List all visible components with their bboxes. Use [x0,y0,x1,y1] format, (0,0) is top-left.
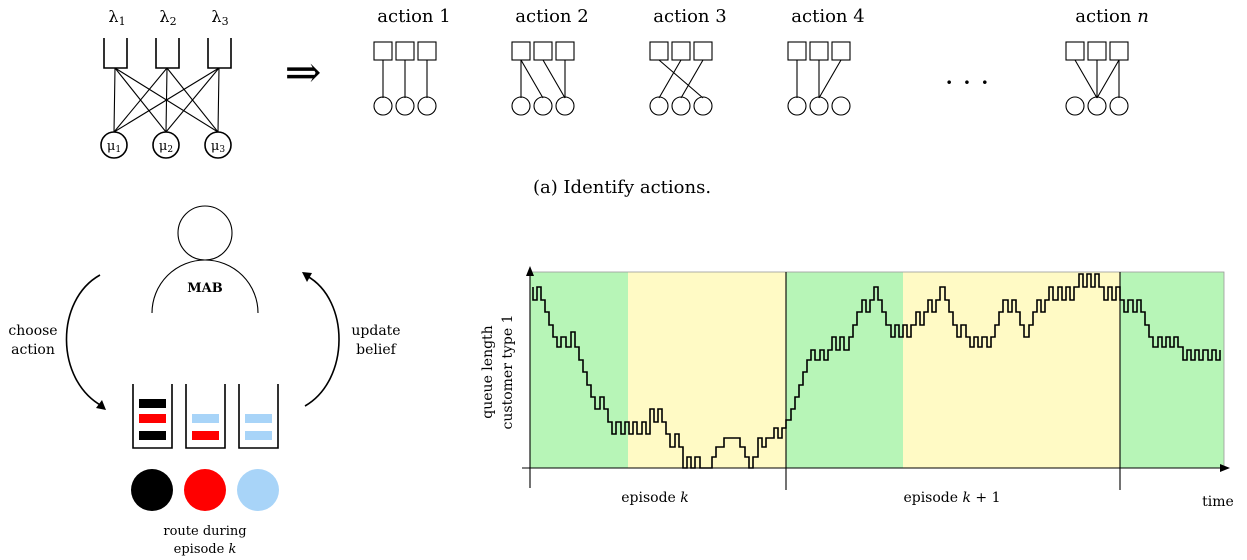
band-green-1 [530,272,628,468]
server-red [184,469,226,511]
bipartite-edges [113,67,220,133]
band-green-3 [1120,272,1224,468]
queue-buffer-3 [207,38,232,69]
server-2 [152,131,180,159]
ellipsis: · · · [945,66,990,99]
action-2-label: action 2 [515,6,588,27]
lambda-3-label: λ3 [211,7,228,28]
job-black-2 [139,431,166,440]
queue-buffer-1 [103,38,128,69]
action-2-matching [511,41,575,116]
update-belief-arrow [304,275,340,407]
choose-arrowhead [96,400,106,410]
server-3 [204,131,232,159]
y-label-line1: queue length [480,325,496,418]
choose-label-line1: choose [8,323,57,339]
choose-action-arrow [65,274,103,407]
episode-k-label: episode k [621,490,689,506]
action-3-matching [649,41,713,116]
y-axis-arrowhead [526,266,534,276]
action-4-matching [787,41,851,116]
buffer-3 [238,384,279,449]
agent-body [151,259,259,314]
update-label-line2: belief [356,342,397,358]
mab-label: MAB [187,281,222,296]
job-blue-3 [245,431,272,440]
episode-k-plus-1-label: episode k + 1 [903,490,1000,506]
update-label-line1: update [351,323,400,339]
queue-trajectory [532,273,1221,469]
action-n-matching [1065,41,1129,116]
action-1-label: action 1 [377,6,450,27]
actions-row: action 1 action 2 action 3 action 4 acti… [373,6,1149,116]
band-yellow-1 [628,272,786,468]
buffer-2 [185,384,226,449]
x-axis-arrowhead [1220,464,1230,472]
choose-label-line2: action [11,342,55,358]
mu-2-label: μ2 [159,139,173,155]
action-n-label: action n [1075,6,1149,27]
x-label-time: time [1202,494,1234,510]
route-label-line2: episode k [174,542,237,557]
caption-a: (a) Identify actions. [533,177,711,198]
action-1-matching [373,41,437,116]
server-light-blue [237,469,279,511]
mab-diagram: MAB choose action update belief route du… [8,205,401,557]
queue-buffer-2 [155,38,180,69]
y-label-line2: customer type 1 [500,315,516,430]
mu-3-label: μ3 [211,139,225,155]
implies-arrow: ⇒ [285,47,322,98]
job-blue-2 [245,414,272,423]
update-arrowhead [302,272,312,282]
job-black-1 [139,399,166,408]
mu-1-label: μ1 [107,139,121,155]
route-label-line1: route during [163,524,246,539]
job-red-2 [192,431,219,440]
job-blue-1 [192,414,219,423]
system-graph: λ1 λ2 λ3 μ1 μ2 μ3 [100,7,232,159]
agent-head [177,205,233,261]
queue-plot: queue length customer type 1 episode k e… [480,266,1234,510]
action-4-label: action 4 [791,6,864,27]
band-green-2 [786,272,903,468]
lambda-1-label: λ1 [108,7,125,28]
server-black [131,469,173,511]
server-1 [100,131,128,159]
job-red-1 [139,414,166,423]
action-3-label: action 3 [653,6,726,27]
lambda-2-label: λ2 [159,7,176,28]
buffer-1 [132,384,173,449]
